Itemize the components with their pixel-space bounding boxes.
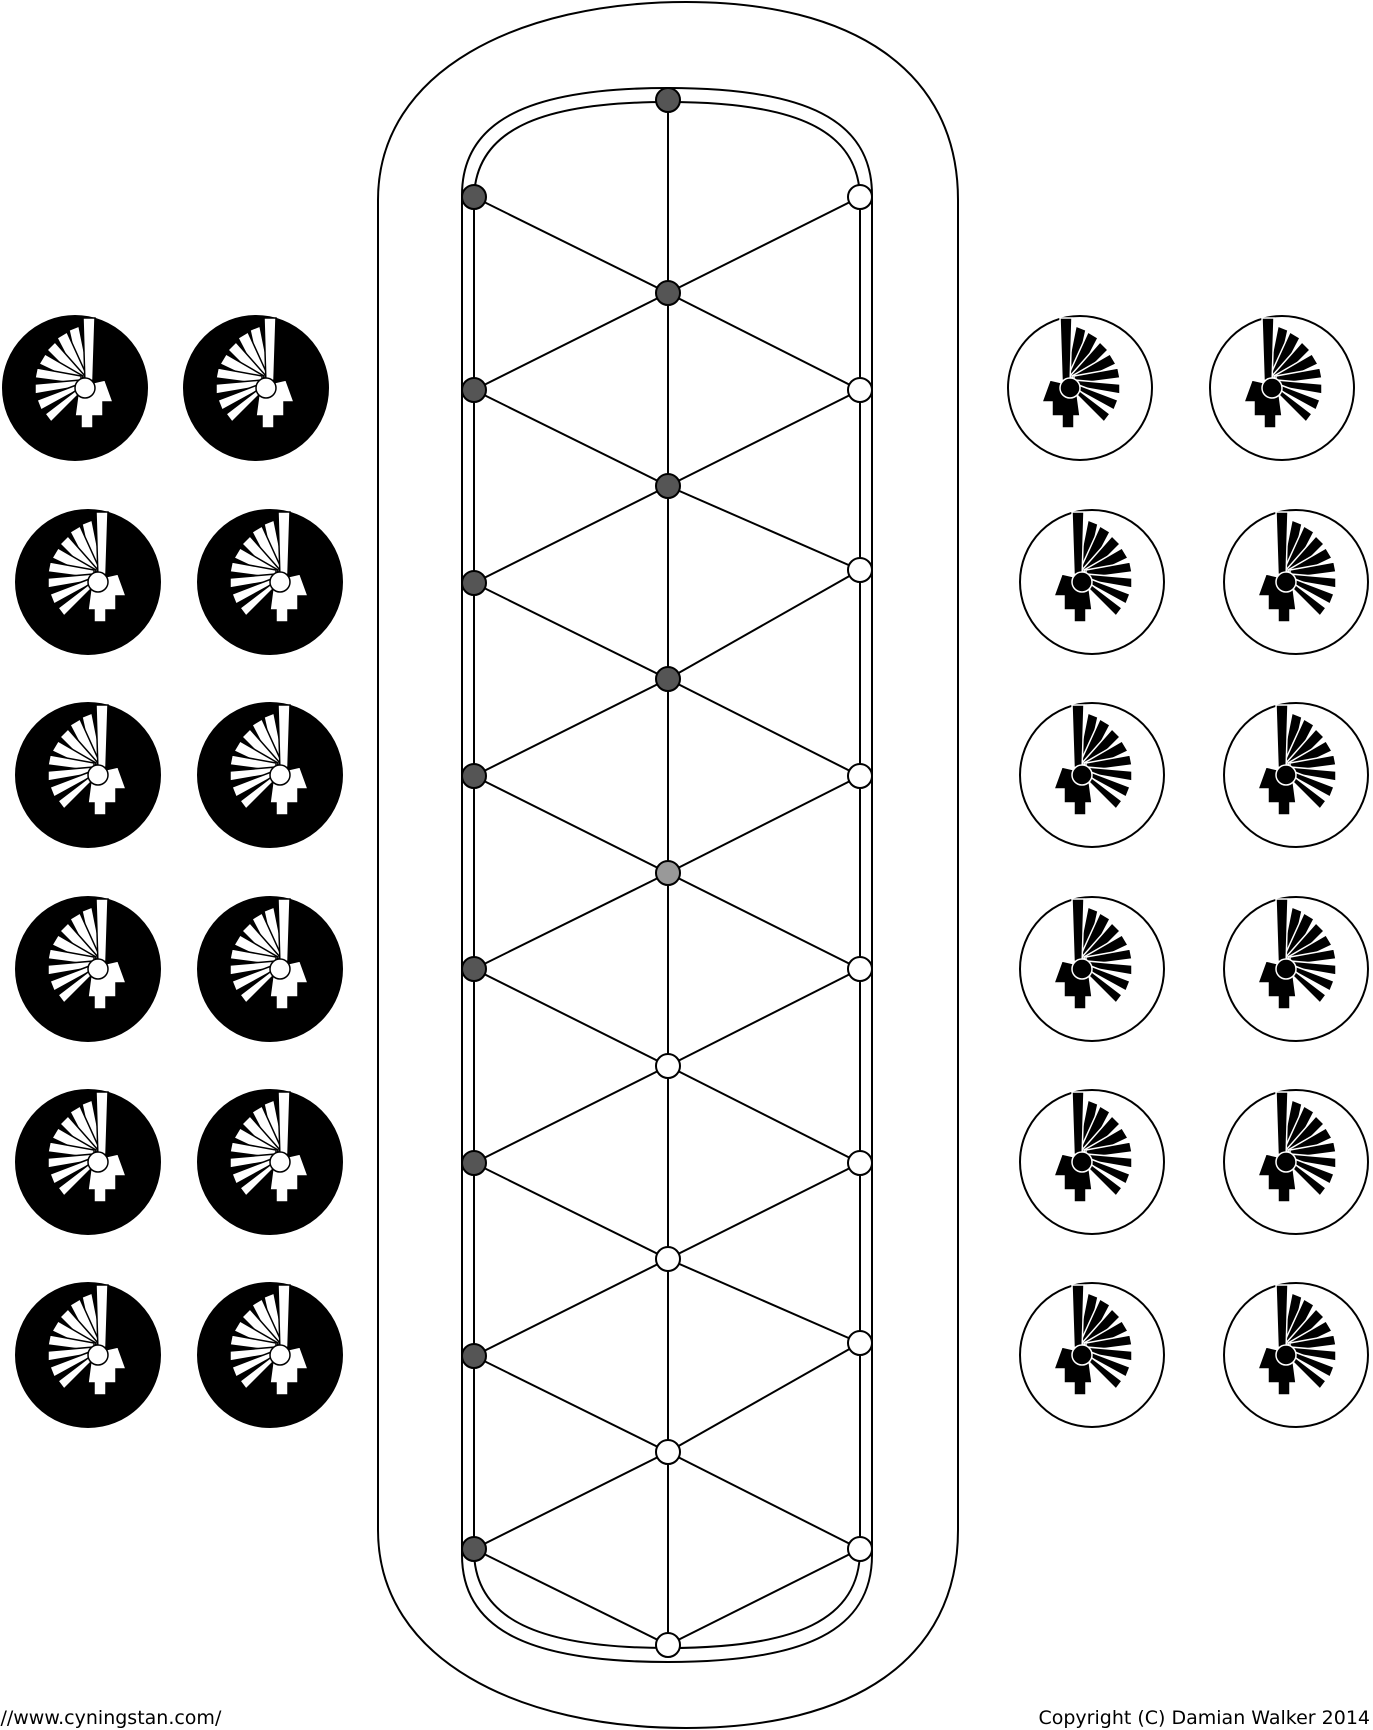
dark-piece-warrior-icon[interactable] bbox=[16, 1090, 160, 1234]
board-point[interactable] bbox=[656, 88, 680, 112]
diagonal-line bbox=[474, 583, 668, 679]
diagonal-line bbox=[474, 969, 668, 1066]
diagonal-line bbox=[668, 1452, 860, 1549]
board-point[interactable] bbox=[656, 1440, 680, 1464]
diagonal-line bbox=[474, 390, 668, 486]
dark-piece-warrior-icon[interactable] bbox=[198, 1283, 342, 1427]
dark-piece-warrior-icon[interactable] bbox=[198, 1090, 342, 1234]
dark-piece-warrior-icon[interactable] bbox=[198, 510, 342, 654]
diagonal-line bbox=[668, 679, 860, 776]
board-point[interactable] bbox=[848, 1537, 872, 1561]
board-point[interactable] bbox=[848, 764, 872, 788]
light-piece-warrior-icon[interactable] bbox=[1210, 316, 1354, 460]
board-point[interactable] bbox=[848, 378, 872, 402]
diagonal-line bbox=[668, 293, 860, 390]
board-point[interactable] bbox=[656, 1633, 680, 1657]
dark-piece-warrior-icon[interactable] bbox=[16, 510, 160, 654]
diagonal-line bbox=[668, 1163, 860, 1259]
board-point[interactable] bbox=[656, 667, 680, 691]
diagonal-line bbox=[668, 197, 860, 293]
dark-piece-warrior-icon[interactable] bbox=[16, 1283, 160, 1427]
board-point[interactable] bbox=[656, 861, 680, 885]
dark-piece-warrior-icon[interactable] bbox=[184, 316, 328, 460]
footer-copyright-text: Copyright (C) Damian Walker 2014 bbox=[1038, 1707, 1370, 1729]
board-point[interactable] bbox=[656, 1247, 680, 1271]
board-point[interactable] bbox=[462, 764, 486, 788]
diagonal-line bbox=[474, 873, 668, 969]
board-point[interactable] bbox=[848, 1331, 872, 1355]
light-piece-warrior-icon[interactable] bbox=[1224, 510, 1368, 654]
diagonal-line bbox=[474, 1452, 668, 1549]
diagonal-line bbox=[474, 1356, 668, 1452]
light-piece-warrior-icon[interactable] bbox=[1020, 510, 1164, 654]
dark-piece-warrior-icon[interactable] bbox=[16, 897, 160, 1041]
board-point[interactable] bbox=[848, 1151, 872, 1175]
diagonal-line bbox=[668, 969, 860, 1066]
board-point[interactable] bbox=[656, 281, 680, 305]
light-piece-warrior-icon[interactable] bbox=[1020, 1090, 1164, 1234]
board-point[interactable] bbox=[462, 957, 486, 981]
diagonal-line bbox=[668, 776, 860, 873]
diagonal-line bbox=[668, 1259, 860, 1343]
dark-piece-warrior-icon[interactable] bbox=[198, 897, 342, 1041]
board-point[interactable] bbox=[462, 1344, 486, 1368]
light-piece-warrior-icon[interactable] bbox=[1008, 316, 1152, 460]
board-point[interactable] bbox=[848, 185, 872, 209]
dark-piece-warrior-icon[interactable] bbox=[16, 703, 160, 847]
light-piece-warrior-icon[interactable] bbox=[1020, 1283, 1164, 1427]
light-piece-warrior-icon[interactable] bbox=[1224, 897, 1368, 1041]
diagonal-line bbox=[668, 570, 860, 679]
board-point[interactable] bbox=[462, 1537, 486, 1561]
board-point[interactable] bbox=[848, 558, 872, 582]
hidden-line bbox=[474, 101, 668, 197]
light-piece-warrior-icon[interactable] bbox=[1020, 703, 1164, 847]
diagonal-line bbox=[668, 1343, 860, 1452]
diagonal-line bbox=[474, 486, 668, 583]
board-point[interactable] bbox=[462, 378, 486, 402]
dark-piece-warrior-icon[interactable] bbox=[3, 316, 147, 460]
footer-url-text: p://www.cyningstan.com/ bbox=[0, 1707, 221, 1729]
dark-piece-warrior-icon[interactable] bbox=[198, 703, 342, 847]
diagonal-line bbox=[668, 873, 860, 969]
board-point[interactable] bbox=[656, 1054, 680, 1078]
board-point[interactable] bbox=[462, 1151, 486, 1175]
diagonal-line bbox=[474, 776, 668, 873]
diagonal-line bbox=[668, 486, 860, 570]
board-point[interactable] bbox=[462, 571, 486, 595]
diagonal-line bbox=[474, 679, 668, 776]
board-point[interactable] bbox=[462, 185, 486, 209]
board-point[interactable] bbox=[848, 957, 872, 981]
light-piece-warrior-icon[interactable] bbox=[1224, 1283, 1368, 1427]
diagonal-line bbox=[474, 1163, 668, 1259]
diagonal-line bbox=[474, 293, 668, 390]
diagonal-line bbox=[474, 197, 668, 293]
light-piece-warrior-icon[interactable] bbox=[1020, 897, 1164, 1041]
diagonal-line bbox=[474, 1066, 668, 1163]
diagonal-line bbox=[668, 1066, 860, 1163]
diagonal-line bbox=[474, 1259, 668, 1356]
diagonal-line bbox=[668, 390, 860, 486]
light-piece-warrior-icon[interactable] bbox=[1224, 703, 1368, 847]
light-piece-warrior-icon[interactable] bbox=[1224, 1090, 1368, 1234]
board-point[interactable] bbox=[656, 474, 680, 498]
